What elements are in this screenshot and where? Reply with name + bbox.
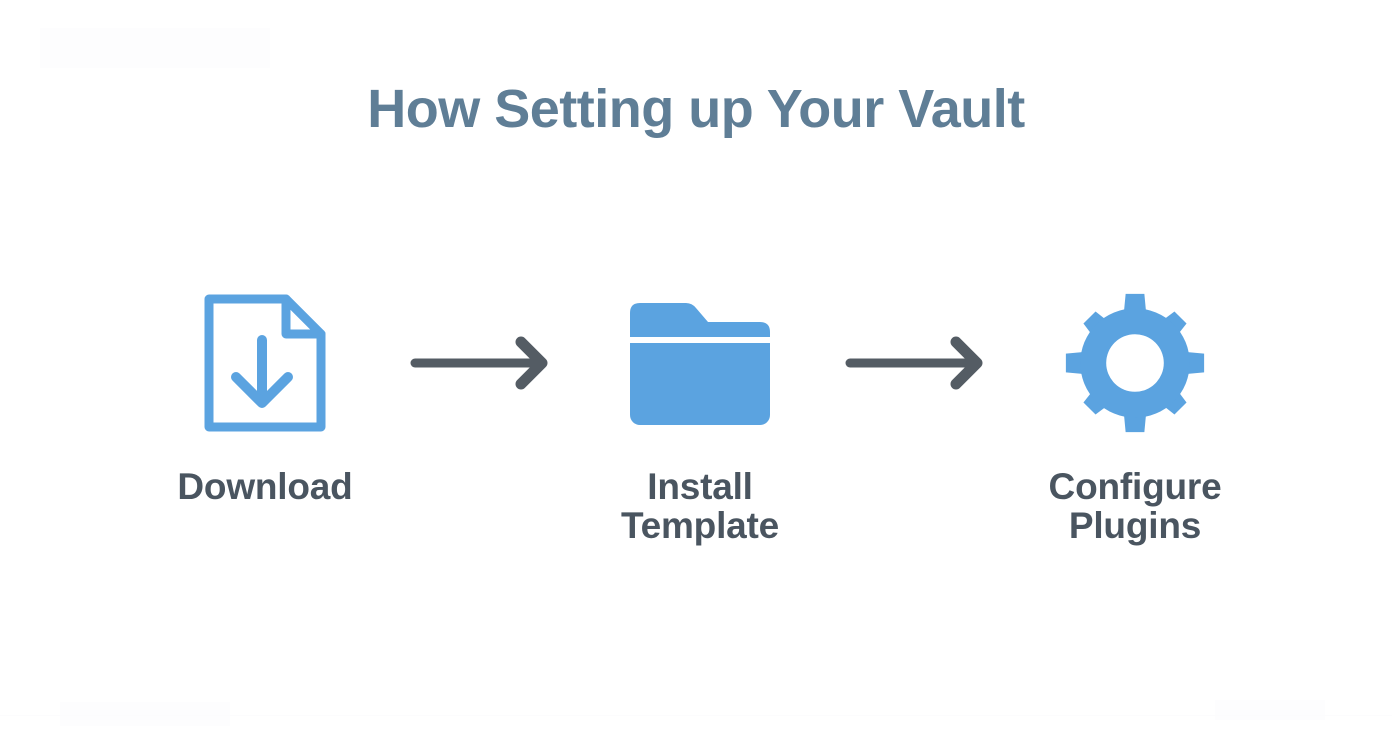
flow-step-configure-plugins-label: Configure Plugins — [1048, 466, 1222, 546]
arrow-right-icon — [409, 336, 557, 395]
flow-step-configure-plugins[interactable]: Configure Plugins — [1020, 290, 1250, 546]
flow-step-install-template[interactable]: Install Template — [585, 290, 815, 546]
background-baseline — [0, 715, 1392, 716]
arrow-right-icon — [844, 336, 992, 395]
background-artifact-top-left — [40, 28, 270, 68]
flow-connector-1 — [398, 290, 568, 440]
flow-step-download[interactable]: Download — [150, 290, 380, 507]
background-artifact-bottom-right — [1215, 700, 1325, 720]
document-download-icon — [200, 290, 330, 441]
flow-step-install-template-label: Install Template — [620, 466, 780, 546]
flow-step-install-template-icon-wrap — [624, 290, 776, 440]
flow-step-configure-plugins-icon-wrap — [1063, 290, 1207, 440]
background-artifact-bottom-left — [60, 702, 230, 726]
page-title: How Setting up Your Vault — [367, 79, 1025, 139]
process-flow: Download — [150, 290, 1250, 580]
flow-step-download-label: Download — [177, 466, 353, 507]
flow-step-download-icon-wrap — [200, 290, 330, 440]
flow-connector-2 — [833, 290, 1003, 440]
folder-icon — [624, 295, 776, 436]
gear-icon — [1063, 291, 1207, 440]
